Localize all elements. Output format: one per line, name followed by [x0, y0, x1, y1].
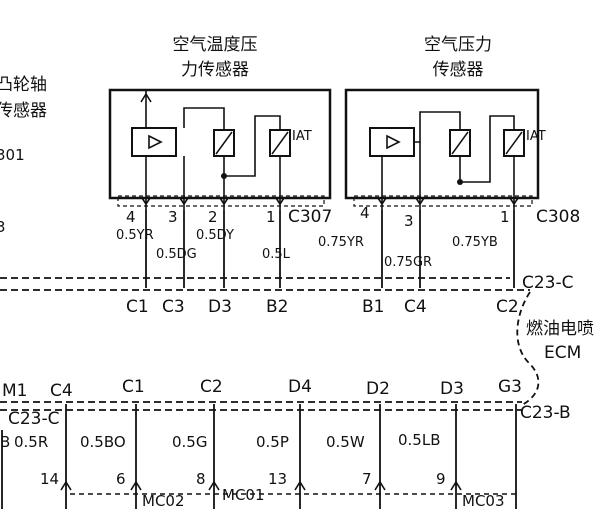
bottom-pin-C1: C1 — [122, 377, 145, 397]
ecm-label-line2: ECM — [544, 343, 581, 363]
c23c-label: C23-C — [522, 273, 574, 293]
c23b-connector-band — [0, 401, 522, 411]
right-sensor-connector-band — [353, 195, 533, 207]
bottom-pin-M1: M1 — [2, 381, 27, 401]
ecm-pin-B1: B1 — [362, 297, 384, 317]
left-partial-line4: 3 — [0, 218, 6, 236]
left-partial-line3: 301 — [0, 146, 25, 164]
bottom-pin-6: 6 — [116, 470, 126, 488]
left-sensor-internals — [131, 90, 291, 210]
ecm-pin-B2: B2 — [266, 297, 288, 317]
right-pin-1: 1 — [500, 208, 510, 226]
bottom-pin-8: 8 — [196, 470, 206, 488]
left-wire-0.5DG: 0.5DG — [156, 247, 197, 262]
right-sensor-title-1: 空气压力 — [424, 35, 492, 55]
bottom-pin-14: 14 — [40, 470, 59, 488]
left-partial-line1: 凸轮轴 — [0, 75, 47, 95]
bottom-wire-0.5G: 0.5G — [172, 433, 207, 451]
bottom-pin-D3: D3 — [440, 379, 464, 399]
bottom-pin-D2: D2 — [366, 379, 390, 399]
bottom-label-MC03: MC03 — [462, 492, 505, 509]
right-sensor-box — [344, 88, 540, 200]
left-pin-3: 3 — [168, 208, 178, 226]
left-wire-0.5DY: 0.5DY — [196, 228, 234, 243]
left-sensor-wires — [141, 197, 285, 288]
ecm-pin-C2: C2 — [496, 297, 519, 317]
bottom-wire-0.5R: 0.5R — [14, 433, 48, 451]
right-pin-3: 3 — [404, 212, 414, 230]
bottom-partial-B: B — [0, 433, 10, 451]
bottom-wire-0.5BO: 0.5BO — [80, 433, 126, 451]
right-sensor-internals — [369, 111, 525, 210]
bottom-pin-C2: C2 — [200, 377, 223, 397]
ecm-pin-C4: C4 — [404, 297, 427, 317]
c23c-label-bottom: C23-C — [8, 409, 60, 429]
c23c-connector-band — [0, 277, 530, 291]
bottom-pin-C4: C4 — [50, 381, 73, 401]
ecm-pin-C3: C3 — [162, 297, 185, 317]
left-sensor-title-1: 空气温度压 — [173, 35, 258, 55]
left-wire-0.5L: 0.5L — [262, 247, 291, 262]
left-sensor-connector-band — [117, 195, 325, 207]
bottom-pin-13: 13 — [268, 470, 287, 488]
right-sensor-title-2: 传感器 — [433, 60, 484, 80]
bottom-wire-0.5P: 0.5P — [256, 433, 289, 451]
bottom-wires — [1, 404, 520, 509]
right-wire-0.75YR: 0.75YR — [318, 235, 364, 250]
ecm-label-line1: 燃油电喷 — [526, 319, 594, 339]
bottom-wire-0.5LB: 0.5LB — [398, 431, 441, 449]
bottom-label-MC02: MC02 — [142, 492, 185, 509]
ecm-boundary — [516, 291, 540, 406]
left-connector-c307: C307 — [288, 207, 332, 227]
bottom-label-MC01: MC01 — [222, 486, 265, 504]
bottom-pin-D4: D4 — [288, 377, 312, 397]
right-wire-0.75GR: 0.75GR — [384, 255, 432, 270]
right-wire-0.75YB: 0.75YB — [452, 235, 498, 250]
right-sensor-iat-label: IAT — [526, 129, 546, 144]
bottom-pin-9: 9 — [436, 470, 446, 488]
left-partial-line2: 传感器 — [0, 101, 47, 121]
left-sensor-iat-label: IAT — [292, 129, 312, 144]
ecm-pin-D3: D3 — [208, 297, 232, 317]
left-pin-4: 4 — [126, 208, 136, 226]
bottom-pin-G3: G3 — [498, 377, 522, 397]
left-sensor-title-2: 力传感器 — [181, 60, 249, 80]
left-wire-0.5YR: 0.5YR — [116, 228, 154, 243]
right-connector-c308: C308 — [536, 207, 580, 227]
bottom-wire-0.5W: 0.5W — [326, 433, 365, 451]
right-sensor-wires — [377, 197, 519, 288]
ecm-pin-C1: C1 — [126, 297, 149, 317]
left-pin-1: 1 — [266, 208, 276, 226]
left-pin-2: 2 — [208, 208, 218, 226]
c23b-label: C23-B — [520, 403, 571, 423]
right-pin-4: 4 — [360, 204, 370, 222]
bottom-pin-7: 7 — [362, 470, 372, 488]
